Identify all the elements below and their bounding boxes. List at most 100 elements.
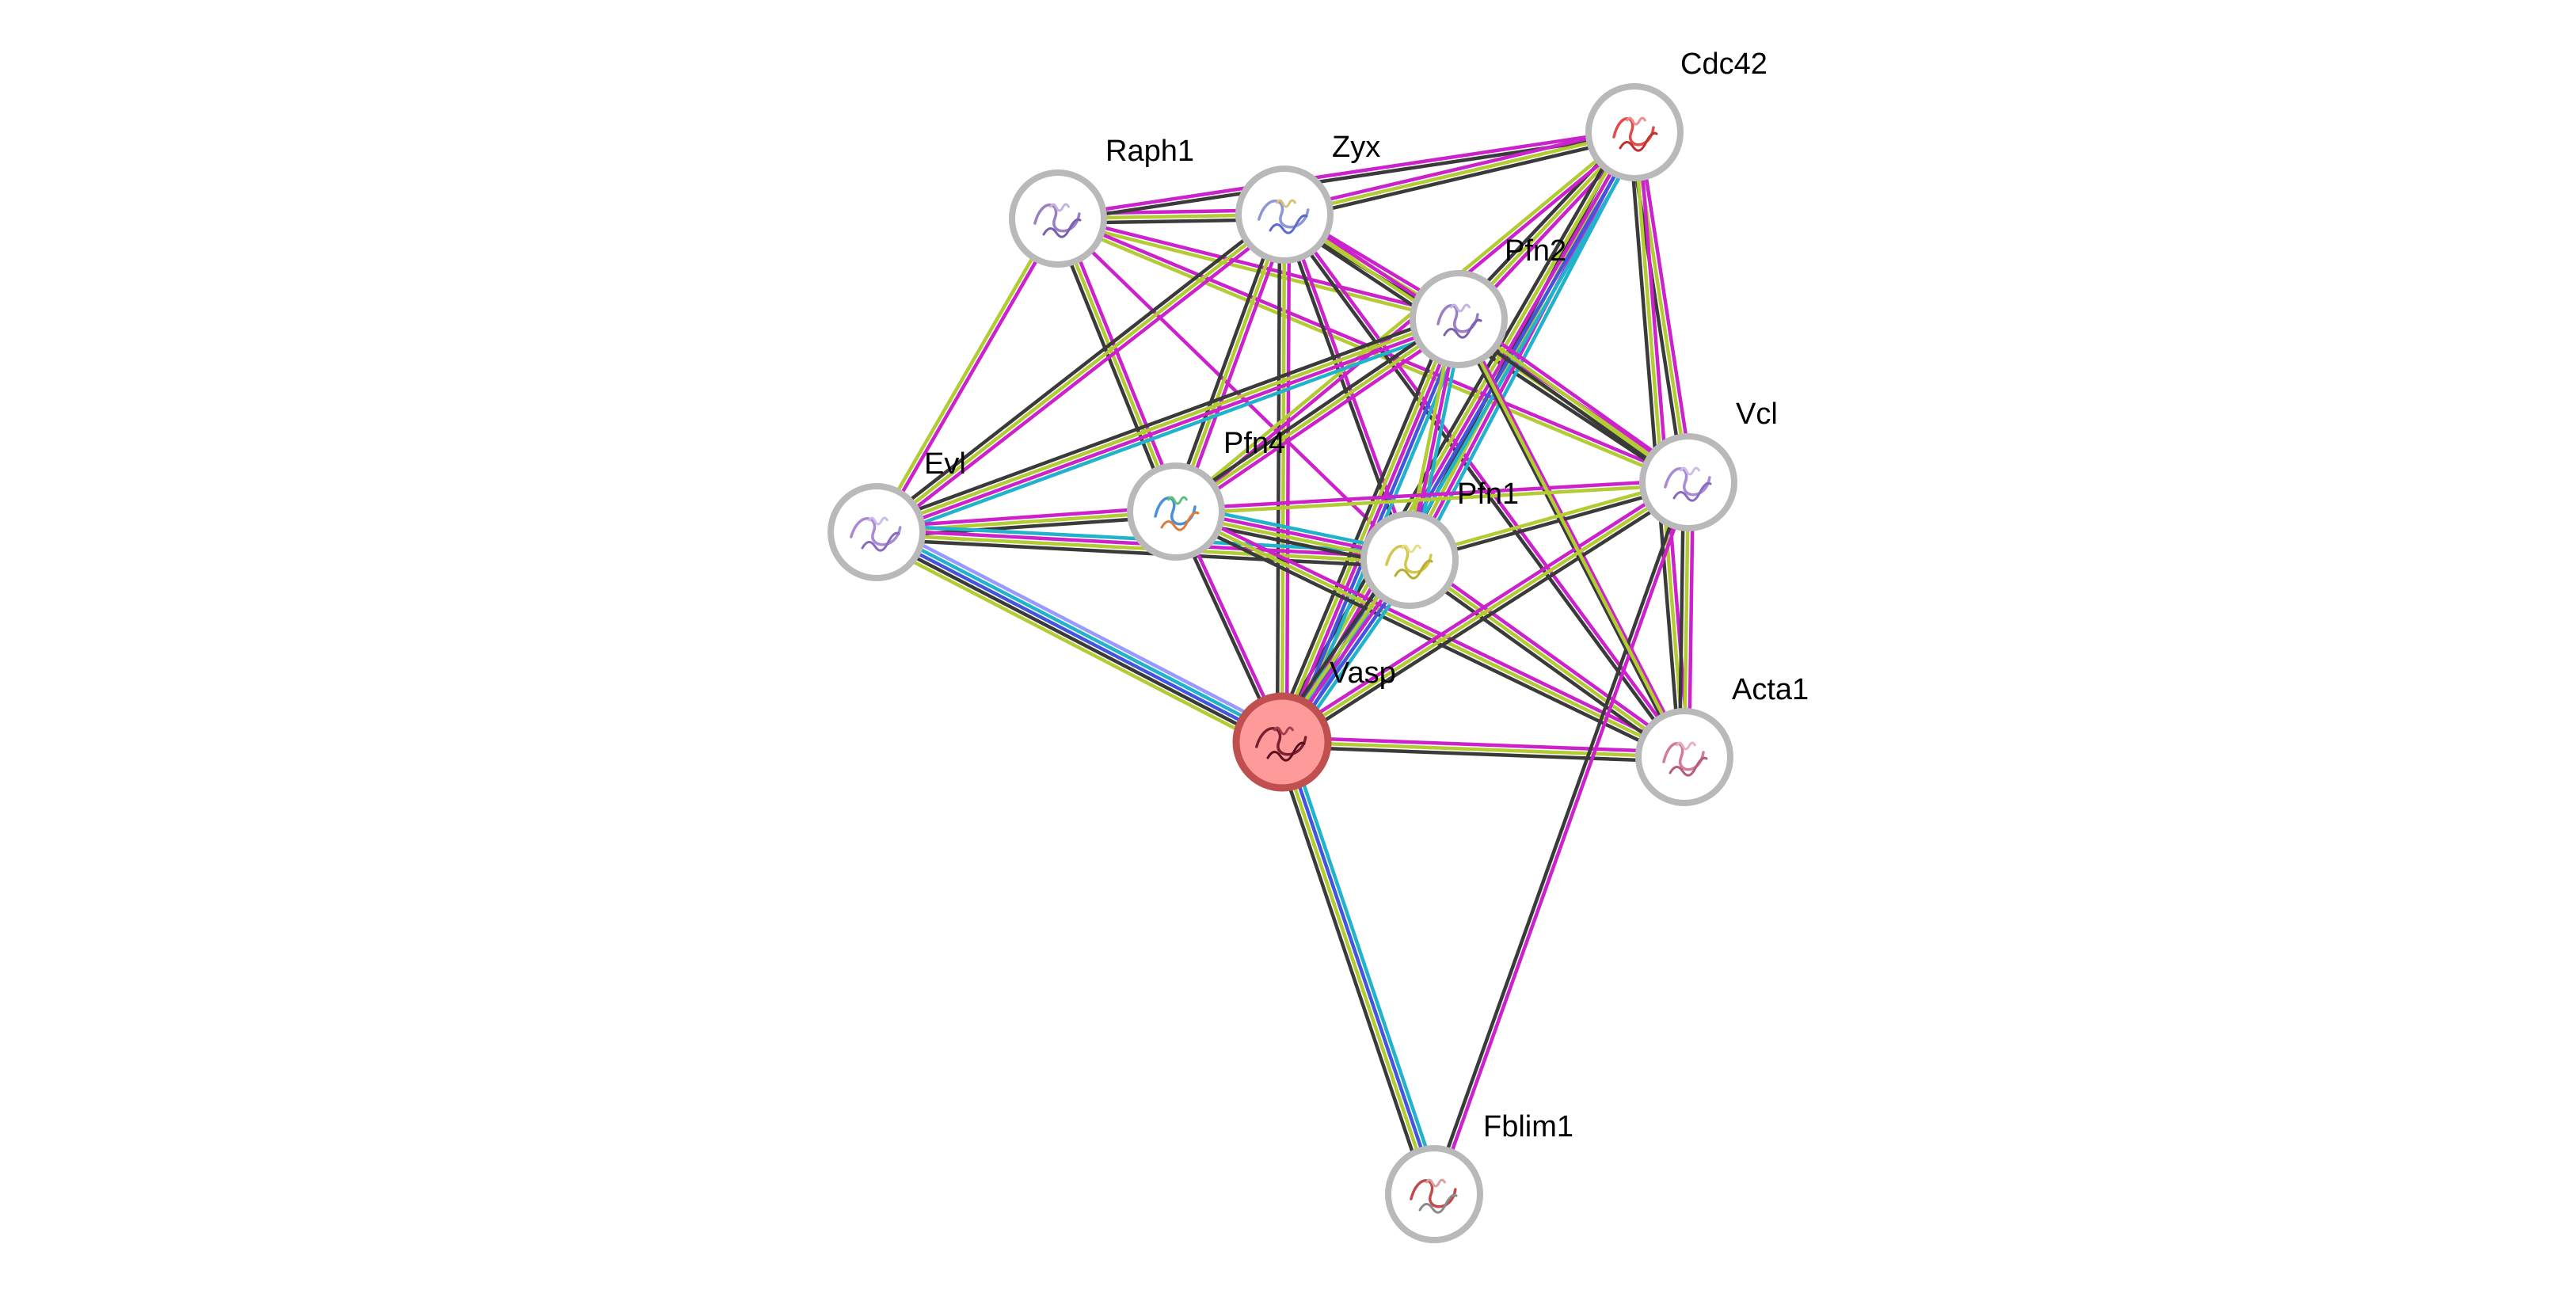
node-label-zyx: Zyx bbox=[1332, 131, 1380, 164]
node-label-vasp: Vasp bbox=[1330, 656, 1396, 690]
node-acta1[interactable] bbox=[1635, 708, 1733, 806]
protein-structure-icon bbox=[1258, 199, 1310, 234]
edge-evidence-coexp bbox=[1280, 740, 1687, 759]
protein-structure-icon bbox=[1612, 116, 1658, 152]
edge-pfn4-acta1[interactable] bbox=[1172, 505, 1688, 763]
node-cdc42[interactable] bbox=[1585, 83, 1684, 181]
edge-zyx-evl[interactable] bbox=[872, 209, 1289, 538]
edge-zyx-vasp[interactable] bbox=[1275, 212, 1292, 744]
edge-evidence-black bbox=[872, 535, 1282, 748]
node-fblim1[interactable] bbox=[1385, 1145, 1483, 1243]
node-circle bbox=[1639, 433, 1737, 531]
edge-acta1-pfn2[interactable] bbox=[1456, 317, 1687, 759]
edge-evidence-exp bbox=[874, 530, 1284, 744]
edge-evidence-text bbox=[875, 319, 1462, 537]
edge-evidence-text bbox=[877, 216, 1289, 538]
edge-evidence-text bbox=[1637, 129, 1695, 484]
node-circle bbox=[1235, 166, 1334, 264]
edge-vcl-fblim1[interactable] bbox=[1429, 479, 1693, 1197]
edge-evidence-black bbox=[1271, 314, 1452, 740]
edge-layer bbox=[870, 125, 1695, 1199]
edge-vasp-vcl[interactable] bbox=[1277, 476, 1693, 748]
edge-evidence-black bbox=[1280, 214, 1684, 761]
edge-evidence-db bbox=[877, 324, 1463, 541]
edge-evidence-exp bbox=[1282, 739, 1439, 1196]
node-pfn2[interactable] bbox=[1410, 270, 1508, 368]
edge-evidence-coexp bbox=[1282, 130, 1637, 217]
edge-evidence-text bbox=[1434, 481, 1693, 1197]
edge-evl-vasp[interactable] bbox=[870, 522, 1288, 752]
edge-vasp-fblim1[interactable] bbox=[1273, 737, 1443, 1199]
edge-zyx-pfn4[interactable] bbox=[1170, 211, 1291, 516]
edge-evidence-coexp bbox=[1456, 317, 1687, 759]
edge-evidence-db bbox=[1287, 737, 1443, 1194]
edge-evidence-coexp bbox=[1276, 315, 1456, 742]
node-label-raph1: Raph1 bbox=[1105, 135, 1194, 168]
node-label-pfn4: Pfn4 bbox=[1223, 427, 1285, 460]
node-circle bbox=[828, 483, 926, 581]
edge-evidence-coexp bbox=[1277, 740, 1434, 1197]
node-circle bbox=[1009, 169, 1107, 268]
edge-pfn2-acta1[interactable] bbox=[1455, 316, 1688, 760]
edge-evidence-text bbox=[1277, 476, 1688, 740]
protein-structure-icon bbox=[1385, 544, 1433, 580]
edge-evidence-coexp bbox=[874, 532, 1412, 565]
edge-evidence-coexp bbox=[1174, 509, 1687, 759]
node-vcl[interactable] bbox=[1639, 433, 1737, 531]
edge-evidence-text bbox=[1459, 316, 1688, 758]
edge-evidence-text bbox=[1060, 215, 1182, 512]
node-label-acta1: Acta1 bbox=[1732, 673, 1809, 706]
edge-pfn2-pfn4[interactable] bbox=[1171, 313, 1463, 518]
edge-evidence-text bbox=[1175, 132, 1638, 516]
edge-raph1-evl[interactable] bbox=[873, 215, 1062, 535]
edge-evidence-text bbox=[1284, 212, 1292, 744]
edge-evidence-coexp bbox=[1407, 557, 1687, 759]
protein-structure-icon bbox=[1255, 726, 1307, 762]
edge-evidence-text bbox=[1281, 125, 1635, 212]
edge-evidence-text bbox=[1056, 127, 1636, 219]
edge-pfn1-acta1[interactable] bbox=[1405, 554, 1689, 763]
edge-evidence-coexp bbox=[874, 212, 1287, 535]
edge-evidence-coexp bbox=[1280, 480, 1691, 744]
edge-evidence-text bbox=[1176, 505, 1688, 755]
edge-evidence-black bbox=[1429, 479, 1688, 1196]
edge-zyx-cdc42[interactable] bbox=[1281, 125, 1638, 222]
node-label-evl: Evl bbox=[924, 447, 966, 481]
node-label-pfn1: Pfn1 bbox=[1457, 478, 1519, 511]
node-pfn4[interactable] bbox=[1127, 462, 1225, 561]
protein-structure-icon bbox=[850, 516, 902, 552]
edge-evidence-black bbox=[1170, 211, 1282, 512]
edge-evidence-black bbox=[1282, 484, 1693, 748]
node-label-pfn2: Pfn2 bbox=[1505, 234, 1566, 268]
edge-raph1-pfn4[interactable] bbox=[1052, 215, 1182, 516]
edge-evidence-black bbox=[1273, 742, 1429, 1199]
protein-structure-icon bbox=[1436, 303, 1482, 339]
edge-evidence-black bbox=[1052, 218, 1174, 516]
protein-structure-icon bbox=[1033, 203, 1082, 238]
protein-structure-icon bbox=[1662, 741, 1708, 777]
edge-evidence-black bbox=[872, 310, 1459, 527]
node-vasp[interactable] bbox=[1232, 692, 1332, 792]
edge-evidence-text bbox=[877, 218, 1062, 535]
edge-evidence-coexp bbox=[1056, 216, 1178, 514]
edge-evidence-black bbox=[1627, 131, 1682, 759]
edge-evidence-black bbox=[874, 537, 1411, 569]
edge-evidence-db bbox=[877, 526, 1287, 740]
edge-evidence-hom bbox=[879, 522, 1288, 736]
edge-evidence-black bbox=[1405, 561, 1684, 763]
edge-cdc42-pfn4[interactable] bbox=[1172, 128, 1638, 516]
edge-evidence-coexp bbox=[1174, 212, 1287, 514]
edge-evidence-black bbox=[872, 209, 1284, 531]
edge-pfn4-vcl[interactable] bbox=[1174, 478, 1691, 516]
edge-pfn2-evl[interactable] bbox=[872, 310, 1463, 541]
node-circle bbox=[1635, 708, 1733, 806]
edge-vasp-acta1[interactable] bbox=[1280, 735, 1687, 764]
node-pfn1[interactable] bbox=[1360, 511, 1459, 609]
node-raph1[interactable] bbox=[1009, 169, 1107, 268]
node-evl[interactable] bbox=[828, 483, 926, 581]
node-zyx[interactable] bbox=[1235, 166, 1334, 264]
edge-evidence-text bbox=[1178, 214, 1291, 516]
node-circle bbox=[1585, 83, 1684, 181]
node-circle bbox=[1232, 692, 1332, 792]
